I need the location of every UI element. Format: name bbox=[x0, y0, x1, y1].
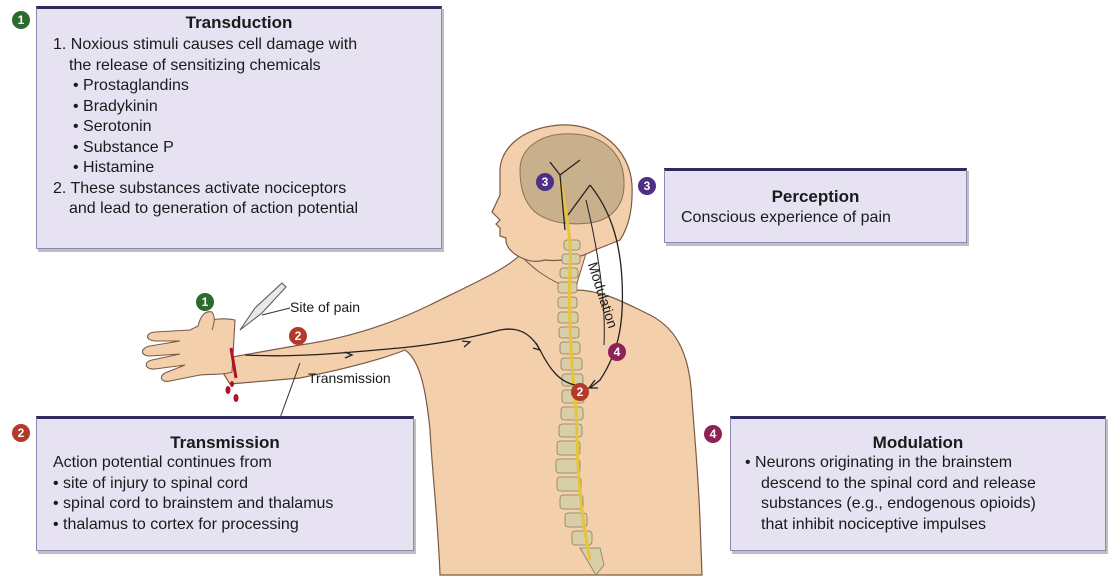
transmission-line: • site of injury to spinal cord bbox=[53, 474, 413, 495]
transduction-line: • Substance P bbox=[37, 138, 441, 159]
blood-drop bbox=[230, 381, 234, 387]
badge-modulation: 4 bbox=[704, 425, 722, 443]
badge-transduction: 1 bbox=[12, 11, 30, 29]
transmission-line: • thalamus to cortex for processing bbox=[53, 515, 413, 536]
modulation-title: Modulation bbox=[731, 433, 1105, 453]
badge-modulation-spine: 4 bbox=[608, 343, 626, 361]
modulation-line: • Neurons originating in the brainstem bbox=[731, 453, 1105, 474]
modulation-line: substances (e.g., endogenous opioids) bbox=[731, 494, 1105, 515]
badge-transmission: 2 bbox=[12, 424, 30, 442]
transmission-line: • spinal cord to brainstem and thalamus bbox=[53, 494, 413, 515]
transmission-label: Transmission bbox=[308, 370, 391, 386]
hand bbox=[143, 319, 236, 382]
transduction-line: • Histamine bbox=[37, 158, 441, 179]
blood-drop bbox=[226, 386, 231, 394]
transduction-title: Transduction bbox=[37, 13, 441, 33]
transduction-line: • Bradykinin bbox=[37, 97, 441, 118]
transduction-line: 2. These substances activate nociceptors bbox=[37, 179, 441, 200]
transduction-text: 1. Noxious stimuli causes cell damage wi… bbox=[37, 35, 441, 220]
perception-box: Perception Conscious experience of pain bbox=[664, 168, 967, 243]
transmission-title: Transmission bbox=[37, 433, 413, 453]
modulation-line: that inhibit nociceptive impulses bbox=[731, 515, 1105, 536]
modulation-text: • Neurons originating in the brainstem d… bbox=[731, 453, 1105, 535]
transduction-line: 1. Noxious stimuli causes cell damage wi… bbox=[37, 35, 441, 56]
scalpel bbox=[240, 283, 286, 330]
transmission-line: Action potential continues from bbox=[53, 453, 413, 474]
transduction-line: • Serotonin bbox=[37, 117, 441, 138]
badge-transduction-site: 1 bbox=[196, 293, 214, 311]
modulation-box: Modulation • Neurons originating in the … bbox=[730, 416, 1106, 551]
badge-transmission-spine: 2 bbox=[571, 383, 589, 401]
transmission-text: Action potential continues from • site o… bbox=[37, 453, 413, 535]
modulation-line: descend to the spinal cord and release bbox=[731, 474, 1105, 495]
perception-text: Conscious experience of pain bbox=[665, 208, 966, 229]
perception-title: Perception bbox=[665, 187, 966, 207]
transduction-box: Transduction 1. Noxious stimuli causes c… bbox=[36, 6, 442, 249]
transduction-line: and lead to generation of action potenti… bbox=[37, 199, 441, 220]
blood-drop bbox=[234, 394, 239, 402]
transduction-line: • Prostaglandins bbox=[37, 76, 441, 97]
site-of-pain-label: Site of pain bbox=[290, 299, 360, 315]
transduction-line: the release of sensitizing chemicals bbox=[37, 56, 441, 77]
badge-perception: 3 bbox=[638, 177, 656, 195]
badge-perception-brain: 3 bbox=[536, 173, 554, 191]
badge-transmission-arm: 2 bbox=[289, 327, 307, 345]
transmission-box: Transmission Action potential continues … bbox=[36, 416, 414, 551]
